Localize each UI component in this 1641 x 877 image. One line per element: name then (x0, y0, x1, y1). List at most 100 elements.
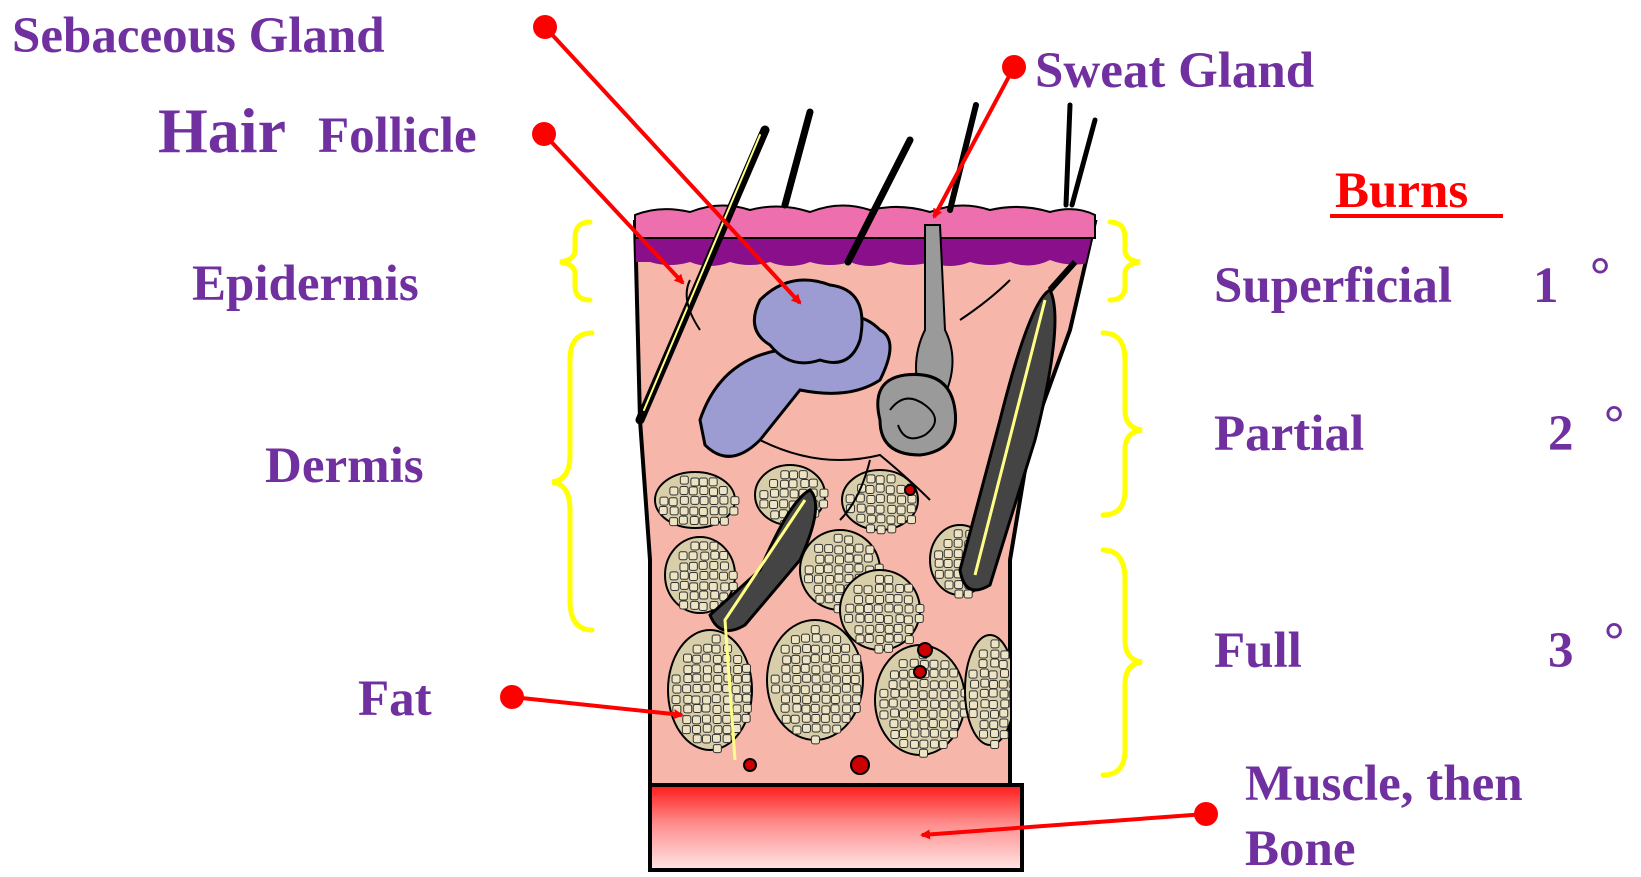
fat-cell (733, 675, 741, 683)
fat-cell (684, 695, 692, 703)
fat-cell (899, 710, 907, 718)
fat-cell (900, 680, 908, 688)
fat-cell (809, 479, 817, 487)
fat-cell (900, 670, 908, 678)
burn-name-superficial: Superficial (1214, 258, 1452, 314)
fat-cell (672, 696, 680, 704)
fat-cell (885, 584, 893, 592)
fat-cell (812, 666, 820, 674)
fat-cell (714, 665, 722, 673)
fat-cell (713, 706, 721, 714)
fat-cell (710, 496, 718, 504)
fat-cell (897, 485, 905, 493)
fat-cell (865, 634, 873, 642)
fat-cell (981, 679, 989, 687)
fat-cell (713, 684, 721, 692)
fat-cell (712, 734, 720, 742)
fat-cell (823, 674, 831, 682)
fat-cell (711, 591, 719, 599)
fat-cell (670, 572, 678, 580)
fat-cell (876, 624, 884, 632)
fat-cell (999, 680, 1007, 688)
fat-cell (845, 564, 853, 572)
fat-cell (771, 675, 779, 683)
fat-cell (835, 574, 843, 582)
fat-cell (991, 740, 999, 748)
fat-cell (720, 562, 728, 570)
fat-cell (801, 686, 809, 694)
fat-cell (950, 669, 958, 677)
fat-cell (911, 729, 919, 737)
fat-cell (813, 685, 821, 693)
fat-cell (964, 590, 972, 598)
fat-cell (843, 705, 851, 713)
fat-cell (935, 570, 943, 578)
fat-cell (709, 478, 717, 486)
fat-cell (709, 582, 717, 590)
fat-cell (700, 572, 708, 580)
fat-cell (690, 592, 698, 600)
fat-cell (1000, 709, 1008, 717)
fat-cell (704, 644, 712, 652)
fat-cell (702, 704, 710, 712)
fat-cell (790, 490, 798, 498)
fat-cell (709, 488, 717, 496)
fat-cell (856, 605, 864, 613)
fat-cell (781, 645, 789, 653)
fat-cell (825, 585, 833, 593)
fat-cell (941, 691, 949, 699)
fat-cell (866, 625, 874, 633)
fat-cell (941, 661, 949, 669)
fat-cell (834, 534, 842, 542)
burn-name-partial: Partial (1214, 406, 1364, 462)
fat-cell (781, 471, 789, 479)
muscle-block (650, 785, 1022, 870)
fat-cell (720, 496, 728, 504)
fat-cell (700, 591, 708, 599)
fat-cell (793, 704, 801, 712)
fat-cell (811, 655, 819, 663)
fat-cell (885, 604, 893, 612)
fat-cell (853, 695, 861, 703)
fat-cell (723, 726, 731, 734)
fat-cell (684, 666, 692, 674)
fat-cell (720, 551, 728, 559)
fat-cell (710, 561, 718, 569)
fat-cell (945, 570, 953, 578)
fat-cell (802, 714, 810, 722)
fat-cell (944, 560, 952, 568)
fat-cell (930, 660, 938, 668)
sweat-gland-label: Sweat Gland (1035, 43, 1314, 99)
fat-cell (891, 709, 899, 717)
fat-cell (743, 685, 751, 693)
fat-cell (951, 721, 959, 729)
fat-cell (690, 583, 698, 591)
fat-cell (770, 501, 778, 509)
fat-cell (693, 674, 701, 682)
fat-cell (811, 704, 819, 712)
fat-cell (670, 518, 678, 526)
fat-cell (875, 584, 883, 592)
fat-cell (941, 730, 949, 738)
fat-cell (991, 710, 999, 718)
fat-cell (901, 700, 909, 708)
fat-cell (670, 507, 678, 515)
fat-cell (940, 701, 948, 709)
fat-cell (905, 626, 913, 634)
fat-cell (919, 691, 927, 699)
fat-cell (944, 539, 952, 547)
fat-cell (880, 700, 888, 708)
fat-cell (836, 556, 844, 564)
fat-cell (683, 716, 691, 724)
fat-cell (680, 507, 688, 515)
fat-cell (969, 691, 977, 699)
fat-cell (734, 694, 742, 702)
fat-cell (857, 514, 865, 522)
fat-cell (916, 604, 924, 612)
fat-cell (919, 700, 927, 708)
fat-cell (1000, 719, 1008, 727)
fat-cell (811, 626, 819, 634)
fat-cell (782, 674, 790, 682)
fat-cell (989, 671, 997, 679)
fat-cell (831, 696, 839, 704)
